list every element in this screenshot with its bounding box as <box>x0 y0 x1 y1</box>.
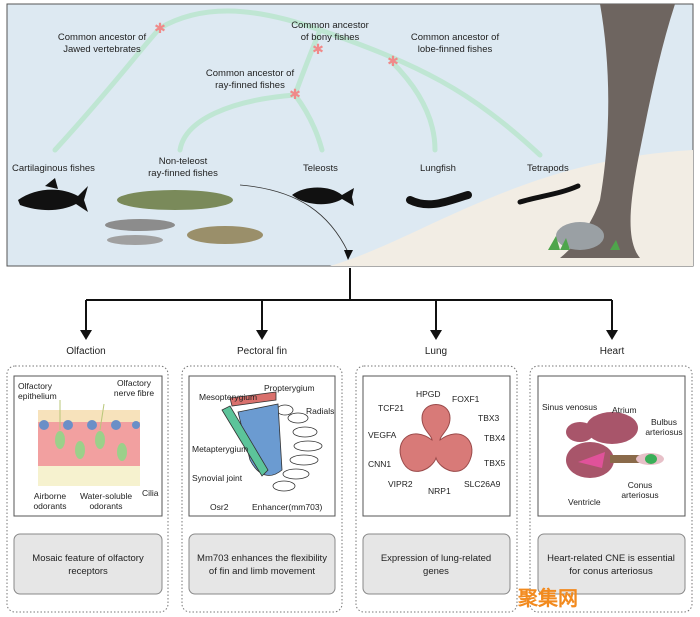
svg-text:TBX4: TBX4 <box>484 433 506 443</box>
label-osr2: Osr2 <box>210 502 229 512</box>
connector-line <box>239 184 349 253</box>
arrowheads <box>80 330 618 340</box>
caption-boxes <box>13 533 686 595</box>
label-mesopterygium: Mesopterygium <box>199 392 257 402</box>
panel-title-heart: Heart <box>600 346 625 357</box>
label-metapterygium: Metapterygium <box>192 444 248 454</box>
label-atrium: Atrium <box>612 405 637 415</box>
label-enhancer: Enhancer(mm703) <box>252 502 323 512</box>
olfaction-illustration <box>38 400 140 486</box>
svg-text:SLC26A9: SLC26A9 <box>464 479 501 489</box>
branch-main <box>157 8 543 158</box>
watermark: 聚集网 <box>517 586 578 610</box>
label-sinus-venosus: Sinus venosus <box>542 402 597 412</box>
branch-teleost <box>292 92 325 153</box>
branch-arrows <box>85 268 613 332</box>
svg-text:VIPR2: VIPR2 <box>388 479 413 489</box>
svg-text:TBX5: TBX5 <box>484 458 506 468</box>
grass-icon <box>548 236 620 250</box>
nonteleost-fish-icon <box>117 190 233 210</box>
arrow-icon <box>344 250 353 260</box>
lung-illustration <box>399 404 473 472</box>
group-lungfish: Lungfish <box>420 163 456 174</box>
lungfish-icon <box>406 191 472 209</box>
svg-text:TBX3: TBX3 <box>478 413 500 423</box>
group-tetrapods: Tetrapods <box>527 163 569 174</box>
label-radials: Radials <box>306 406 334 416</box>
star-icon: ✱ <box>154 20 166 36</box>
label-propterygium: Propterygium <box>264 383 315 393</box>
label-ventricle: Ventricle <box>568 497 601 507</box>
label-synovial-joint: Synovial joint <box>192 473 243 483</box>
ancestor-star-icons: ✱ ✱ ✱ ✱ <box>154 20 399 102</box>
branch-cartilaginous <box>52 25 163 153</box>
group-teleosts: Teleosts <box>303 163 338 174</box>
heart-illustration <box>566 412 664 478</box>
star-icon: ✱ <box>289 86 301 102</box>
panel-frames <box>6 365 693 613</box>
svg-text:NRP1: NRP1 <box>428 486 451 496</box>
teleost-icon <box>292 187 354 206</box>
shark-icon <box>18 178 88 212</box>
bowfin-icon <box>187 226 263 244</box>
panel-title-pectoral-fin: Pectoral fin <box>237 346 287 357</box>
panel-title-olfaction: Olfaction <box>66 346 105 357</box>
tree-trunk <box>560 4 675 258</box>
branch-nonteleost <box>177 92 298 153</box>
star-icon: ✱ <box>387 53 399 69</box>
sturgeon-icon <box>105 219 175 231</box>
star-icon: ✱ <box>312 41 324 57</box>
svg-text:CNN1: CNN1 <box>368 459 391 469</box>
svg-text:TCF21: TCF21 <box>378 403 404 413</box>
svg-text:HPGD: HPGD <box>416 389 441 399</box>
rock-icon <box>556 222 604 250</box>
group-cartilaginous: Cartilaginous fishes <box>12 163 95 174</box>
branch-lungfish <box>389 59 438 153</box>
label-cilia: Cilia <box>142 488 159 498</box>
gar-icon <box>107 235 163 245</box>
svg-text:FOXF1: FOXF1 <box>452 394 480 404</box>
svg-text:VEGFA: VEGFA <box>368 430 397 440</box>
lung-genes: HPGD FOXF1 TCF21 TBX3 VEGFA TBX4 CNN1 TB… <box>368 389 506 496</box>
panel-title-lung: Lung <box>425 346 447 357</box>
branch-ray <box>292 27 323 98</box>
pectoral-fin-illustration <box>221 391 323 492</box>
lizard-icon <box>517 183 581 205</box>
